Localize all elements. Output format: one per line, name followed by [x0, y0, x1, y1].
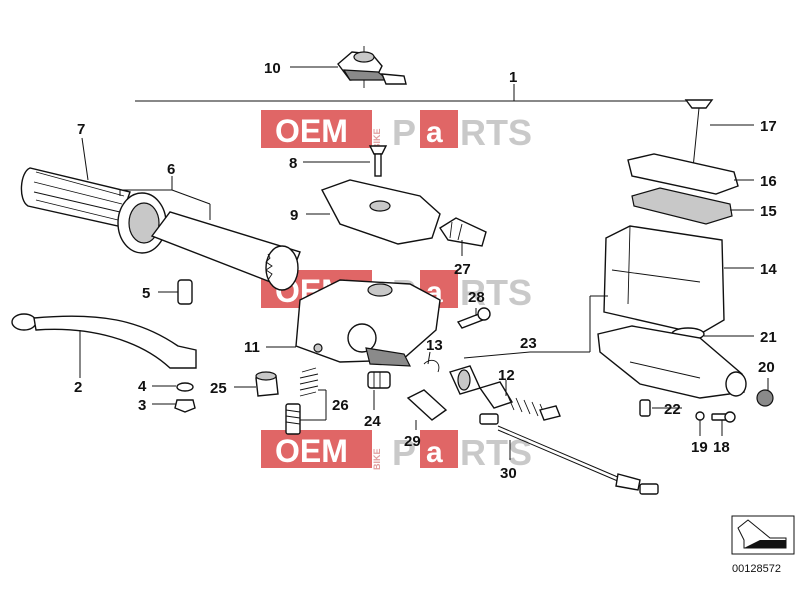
part-10-switch: [337, 46, 407, 88]
callout-21: 21: [760, 329, 777, 346]
orientation-arrow-icon: [731, 515, 795, 555]
diagram-reference-number: 00128572: [732, 563, 781, 575]
watermark-a-box: [420, 110, 458, 148]
leader-lines: [79, 66, 769, 460]
watermark-oem-box: [261, 430, 372, 468]
part-24-switch: [367, 371, 391, 389]
part-18-screw: [711, 411, 736, 423]
watermark-a-text: a: [426, 116, 443, 149]
callout-6: 6: [167, 161, 175, 178]
callout-27: 27: [454, 261, 471, 278]
watermark-oem-text: OEM: [275, 113, 348, 149]
callout-10: 10: [264, 60, 281, 77]
watermark-top: OEM BIKE P a RTS: [261, 110, 532, 153]
callout-13: 13: [426, 337, 443, 354]
part-22-screw: [639, 399, 651, 417]
part-13-clip: [423, 359, 440, 373]
part-22-cylinder: [597, 325, 747, 399]
watermark-oem-text: OEM: [275, 433, 348, 469]
part-28-screw: [456, 307, 491, 329]
part-7-grip: [20, 167, 167, 254]
callout-11: 11: [244, 339, 260, 356]
callout-4: 4: [138, 378, 147, 395]
callout-19: 19: [691, 439, 708, 456]
part-17-bolt: [684, 99, 714, 169]
callout-25: 25: [210, 380, 227, 397]
part-2-lever: [11, 313, 197, 369]
part-20-cap: [756, 389, 774, 407]
callout-1: 1: [509, 69, 517, 86]
callout-8: 8: [289, 155, 297, 172]
callout-23: 23: [520, 335, 537, 352]
watermark-oem-box: [261, 110, 372, 148]
callout-7: 7: [77, 121, 85, 138]
callout-22: 22: [664, 401, 681, 418]
part-4-washer: [176, 382, 194, 392]
callout-14: 14: [760, 261, 777, 278]
part-8-screw: [368, 145, 388, 177]
callout-9: 9: [290, 207, 298, 224]
part-25-plug: [255, 371, 279, 397]
watermark-p-text: P: [392, 112, 416, 153]
callout-24: 24: [364, 413, 381, 430]
callout-5: 5: [142, 285, 150, 302]
part-16-cap: [627, 153, 739, 195]
part-15-gasket: [631, 187, 733, 225]
part-12-spring-piston: [478, 381, 561, 421]
part-26-spring-screw: [285, 367, 319, 435]
watermark-side-text: BIKE: [372, 128, 382, 150]
part-30-cable: [479, 413, 659, 495]
part-29-adjuster: [406, 389, 448, 421]
watermark-p-text: P: [392, 432, 416, 473]
callout-29: 29: [404, 433, 421, 450]
callout-26: 26: [332, 397, 349, 414]
callout-17: 17: [760, 118, 777, 135]
part-19-washer: [695, 411, 705, 421]
callout-30: 30: [500, 465, 517, 482]
callout-16: 16: [760, 173, 777, 190]
part-3-nut: [174, 399, 196, 413]
callout-12: 12: [498, 367, 515, 384]
part-11-housing: [295, 279, 441, 367]
watermark-side-text: BIKE: [372, 448, 382, 470]
part-6-throttle-tube: [150, 211, 301, 291]
watermark-rest-text: RTS: [460, 112, 532, 153]
callout-3: 3: [138, 397, 146, 414]
callout-18: 18: [713, 439, 730, 456]
watermark-bottom: OEM BIKE P a RTS: [261, 430, 532, 473]
callout-20: 20: [758, 359, 775, 376]
part-27-boot: [439, 217, 487, 247]
callout-2: 2: [74, 379, 82, 396]
part-9-cover: [321, 179, 441, 245]
watermark-a-box: [420, 430, 458, 468]
watermark-rest-text: RTS: [460, 272, 532, 313]
part-14-reservoir: [603, 225, 725, 335]
callout-28: 28: [468, 289, 485, 306]
callouts: 10 1 7 6 8 9 27 5 28 11 13 23 2 4 3 25 2…: [74, 60, 777, 482]
part-5-bolt: [177, 279, 193, 305]
part-23-piston: [449, 365, 481, 395]
watermark-rest-text: RTS: [460, 432, 532, 473]
callout-15: 15: [760, 203, 777, 220]
watermark-a-text: a: [426, 436, 443, 469]
